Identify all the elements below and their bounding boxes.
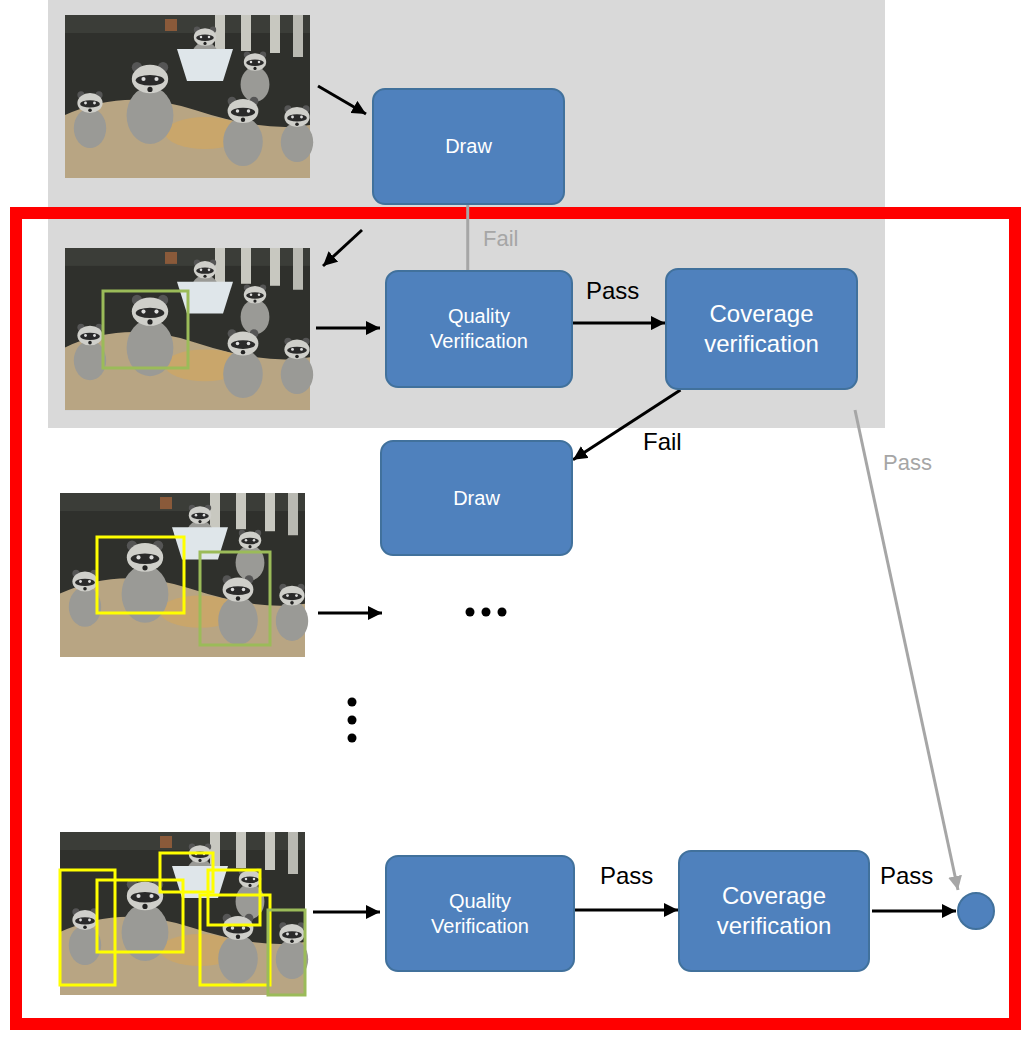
raccoon-photo (65, 248, 313, 410)
process-box: Draw (380, 440, 573, 556)
edge-label: Fail (483, 226, 518, 251)
flow-connector (573, 322, 665, 325)
box-label: Coverage verification (683, 299, 840, 359)
edge-label: Pass (600, 862, 653, 890)
bounding-boxes (60, 291, 305, 995)
process-box: Coverage verification (678, 850, 870, 972)
process-box: Quality Verification (385, 855, 575, 972)
process-box: Coverage verification (665, 268, 858, 390)
box-label: Coverage verification (696, 881, 852, 941)
box-label: Draw (445, 134, 492, 159)
continuation-dots (348, 608, 507, 743)
process-box: Draw (372, 88, 565, 205)
box-label: Quality Verification (407, 304, 551, 354)
pass-arrow (855, 410, 958, 890)
edge-label: Fail (643, 428, 682, 456)
flow-connector (575, 908, 678, 911)
raccoon-photo (65, 15, 313, 178)
raccoon-photo (60, 493, 308, 657)
box-label: Draw (453, 486, 500, 511)
highlight-frame (16, 213, 1015, 1024)
flow-label: Pass (883, 450, 932, 475)
flow-label: Pass (880, 862, 933, 890)
end-circle (958, 893, 994, 929)
box-label: Quality Verification (407, 889, 553, 939)
flow-connector (466, 205, 469, 270)
process-box: Quality Verification (385, 270, 573, 388)
raccoon-photo (60, 832, 308, 995)
edge-label: Pass (586, 277, 639, 305)
